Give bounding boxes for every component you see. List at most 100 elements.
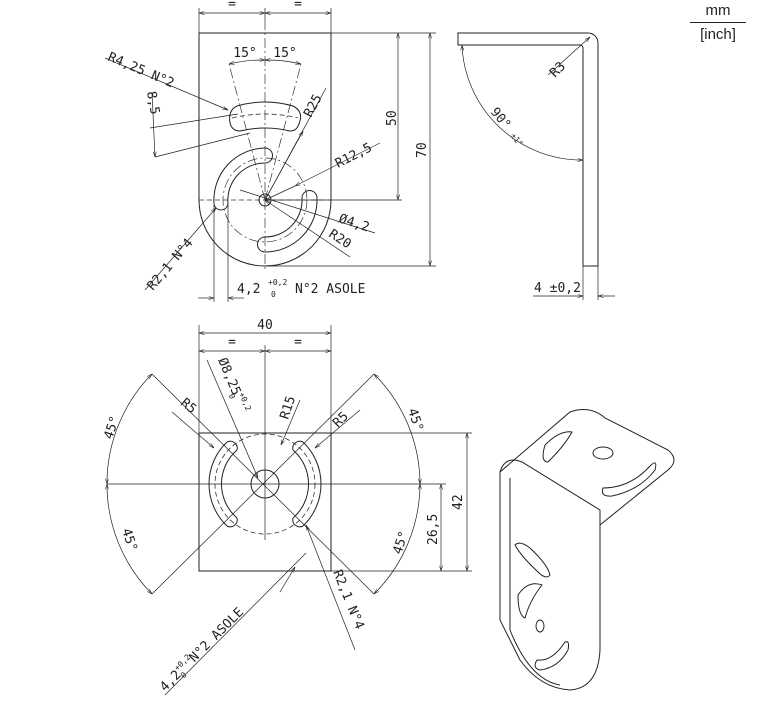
angle-arc: [229, 60, 265, 64]
right-slot-end: [301, 190, 318, 199]
left-slot-end: [264, 147, 273, 164]
iso-hole: [535, 619, 545, 633]
angle-top-left: 45°: [102, 414, 124, 441]
bend-radius-label: R3: [547, 59, 569, 81]
right-slot-end: [292, 517, 304, 528]
leader-line: [265, 200, 351, 258]
side-view: 90° ±1° R3 4 ±0,2: [457, 32, 615, 300]
r25-label: R25: [301, 92, 325, 120]
leader-line: [281, 399, 301, 445]
right-slot-edge: [302, 441, 322, 527]
iso-slot: [534, 641, 570, 671]
leader-line: [295, 142, 381, 186]
leader-line: [164, 552, 307, 696]
angle-arc: [107, 374, 152, 484]
bracket-profile: [457, 32, 599, 267]
height-70-label: 70: [415, 142, 430, 158]
left-slot-edge: [213, 147, 266, 204]
bend-angle-tolerance: ±1°: [509, 131, 525, 148]
leader-line: [306, 525, 356, 651]
left-slot-edge: [227, 162, 266, 204]
front-view: 40 = = 45° 45° 45° 45° Ø8,25+0,20 R15 R5: [102, 318, 472, 696]
iso-slot: [542, 431, 573, 463]
equal-left-label: =: [228, 335, 236, 350]
angle-line: [228, 63, 266, 201]
angle-line: [151, 373, 375, 595]
slot-tol-lower: 0: [179, 670, 189, 680]
tol-upper: +0,2: [268, 278, 287, 287]
dimension-arrow: [279, 567, 295, 593]
r20-label: R20: [326, 227, 354, 252]
right-slot-end: [257, 236, 266, 253]
angle-bottom-right: 45°: [391, 529, 413, 556]
angle-arc: [462, 45, 583, 160]
left-slot-edge: [208, 441, 228, 527]
plate-outline: [198, 32, 332, 267]
equal-right-label: =: [294, 335, 302, 350]
iso-slot: [601, 462, 657, 497]
bend-angle-label: 90° ±1°: [487, 105, 528, 150]
iso-bend-edge: [499, 459, 601, 525]
right-slot-edge: [264, 197, 303, 238]
isometric-bracket-view: [499, 409, 675, 691]
angle-15-left: 15°: [233, 46, 256, 61]
iso-outline: [499, 409, 675, 691]
extension-line: [149, 113, 239, 129]
thickness-label: 4 ±0,2: [534, 281, 581, 296]
slot-note-text: N°2 ASOLE: [295, 282, 365, 297]
slot-note-text: N°2 ASOLE: [187, 605, 247, 665]
leader-line: [547, 37, 590, 76]
tol-lower: 0: [271, 290, 276, 299]
leader-line: [206, 359, 258, 478]
leader-line: [171, 411, 214, 448]
right-slot-edge: [292, 449, 310, 519]
angle-15-right: 15°: [273, 46, 296, 61]
slot-note: 4,2: [237, 282, 260, 297]
hole-tol-lower: 0: [227, 392, 237, 400]
upper-slot: [229, 101, 302, 132]
small-radius-label: R2,1 N°4: [145, 236, 197, 294]
angle-bottom-left: 45°: [118, 527, 140, 554]
top-view: = = 15° 15° R4,25 N°2 8,5 R25 R12,5 Ø4,2: [104, 0, 436, 302]
width-40-label: 40: [257, 318, 273, 333]
extension-line: [154, 132, 251, 158]
right-slot-end: [292, 440, 304, 451]
unit-mm: mm: [690, 0, 746, 23]
iso-slot: [514, 542, 551, 578]
leader-line: [144, 208, 216, 291]
angle-arc: [265, 60, 301, 64]
left-slot-end: [226, 517, 238, 528]
r5-left-label: R5: [177, 396, 199, 418]
leader-line: [264, 185, 296, 201]
angle-line: [264, 63, 302, 201]
hole-diameter-label: Ø8,25+0,20: [212, 355, 252, 416]
angle-top-right: 45°: [404, 407, 426, 434]
angle-arc: [107, 484, 152, 594]
r15-label: R15: [278, 394, 300, 421]
iso-slot: [517, 583, 543, 619]
iso-thickness-edge: [509, 478, 561, 686]
height-50-label: 50: [385, 110, 400, 126]
right-slot-edge: [264, 197, 318, 253]
leader-line: [239, 189, 376, 234]
hole-tol-upper: +0,2: [237, 391, 253, 412]
height-26-5-label: 26,5: [426, 514, 441, 545]
left-slot-end: [226, 440, 238, 451]
angle-arc: [374, 374, 420, 484]
leader-line: [315, 409, 361, 448]
slot-width-label: 8,5: [143, 90, 162, 116]
equal-right-label: =: [294, 0, 302, 12]
leader-line: [104, 57, 228, 110]
dimension-line: [151, 91, 155, 157]
r5-right-label: R5: [330, 409, 352, 431]
small-radius-label: R2,1 N°4: [329, 568, 366, 632]
leader-line: [264, 131, 303, 201]
height-42-label: 42: [451, 494, 466, 510]
left-slot-end: [213, 202, 229, 211]
r12-5-label: R12,5: [333, 140, 375, 171]
unit-inch: [inch]: [700, 26, 736, 43]
left-slot-edge: [220, 449, 238, 519]
slot-note-value: 4,2: [237, 282, 260, 297]
slot-note: 4,2+0,20N°2 ASOLE: [156, 604, 249, 697]
equal-left-label: =: [228, 0, 236, 12]
